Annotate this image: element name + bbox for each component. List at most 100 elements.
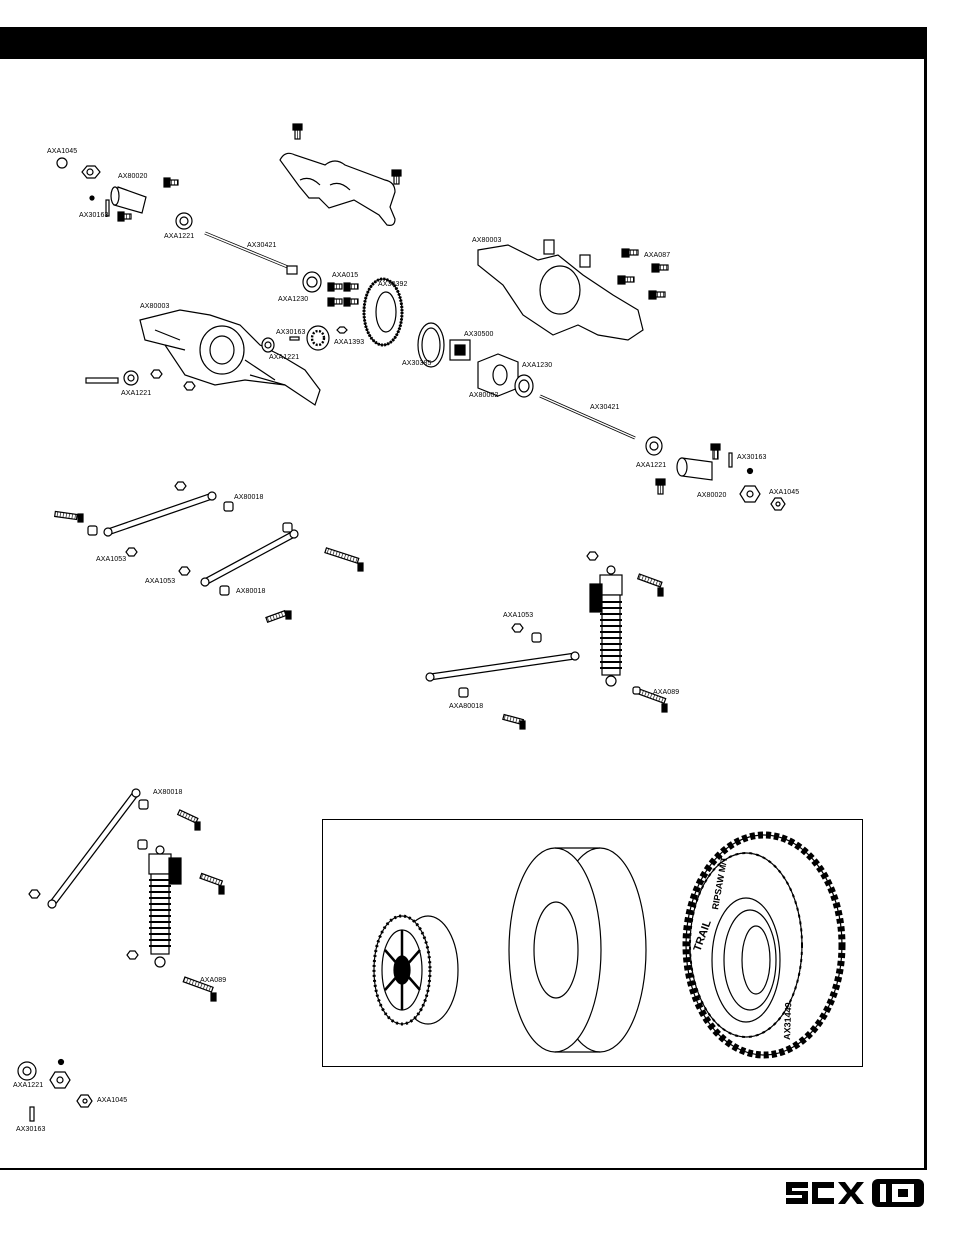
nut-part xyxy=(125,547,138,557)
tire-sidewall-size: AX31449 xyxy=(782,1002,793,1040)
part-label: AX80003 xyxy=(140,303,170,310)
screw-part xyxy=(621,248,639,258)
screw-part xyxy=(54,510,84,523)
screw-part xyxy=(648,290,666,300)
part-label: AX30392 xyxy=(378,281,408,288)
bushing-part xyxy=(282,522,293,533)
ball-part xyxy=(746,467,754,475)
part-label: AXA80018 xyxy=(449,703,484,710)
part-label: AX30163 xyxy=(737,454,767,461)
drive-hub-part xyxy=(676,457,713,481)
wheel-rim-part xyxy=(372,914,459,1026)
part-label: AX30163 xyxy=(79,212,109,219)
pin-part xyxy=(728,452,733,468)
screw-part xyxy=(292,123,303,140)
bushing-part xyxy=(87,525,98,536)
part-label: AXA1053 xyxy=(96,556,127,563)
page-frame-bottom xyxy=(0,1168,927,1170)
bearing-part xyxy=(302,271,322,293)
bushing-part xyxy=(223,501,234,512)
bearing-part xyxy=(17,1061,37,1081)
part-label: AXA089 xyxy=(653,689,680,696)
bushing-part xyxy=(138,799,149,810)
screw-part xyxy=(636,573,664,597)
shaft-end-part xyxy=(286,265,298,275)
pin-part xyxy=(29,1106,35,1122)
ball-part xyxy=(89,195,95,201)
screw-part xyxy=(502,713,526,730)
part-label: AXA1230 xyxy=(522,362,553,369)
hub-nut-part xyxy=(49,1071,71,1089)
bearing-part xyxy=(645,436,663,456)
screw-part xyxy=(635,687,668,713)
part-label: AXA089 xyxy=(200,977,227,984)
diff-case-part xyxy=(477,353,519,397)
part-label: AXA1045 xyxy=(47,148,78,155)
pin-part xyxy=(105,199,110,217)
part-label: AXA1221 xyxy=(121,390,152,397)
part-label: AX30421 xyxy=(590,404,620,411)
part-label: AX30500 xyxy=(464,331,494,338)
part-label: AXA1230 xyxy=(278,296,309,303)
part-label: AX80018 xyxy=(153,789,183,796)
bushing-part xyxy=(632,686,641,695)
suspension-link-part xyxy=(47,788,141,909)
part-label: AX80020 xyxy=(697,492,727,499)
shock-absorber-part xyxy=(589,565,623,687)
part-label: AX80020 xyxy=(118,173,148,180)
drive-hub-part xyxy=(110,186,147,214)
wheel-nut-part xyxy=(76,1094,93,1108)
nut-part xyxy=(511,623,524,633)
part-label: AX30421 xyxy=(247,242,277,249)
screw-part xyxy=(176,809,201,831)
nut-part xyxy=(28,889,41,899)
bearing-part xyxy=(261,337,275,353)
part-label: AXA1221 xyxy=(13,1082,44,1089)
suspension-link-part xyxy=(425,651,580,682)
pinion-gear-part xyxy=(306,325,330,351)
screw-part xyxy=(655,478,666,495)
bearing-part xyxy=(123,370,139,386)
axle-pin-part xyxy=(85,377,119,384)
page-frame-right xyxy=(924,27,927,1170)
ring-gear-part xyxy=(362,277,404,347)
screw-part xyxy=(651,263,669,273)
pin-part xyxy=(289,336,300,341)
bearing-part xyxy=(514,374,534,398)
part-label: AX30385 xyxy=(402,360,432,367)
bushing-part xyxy=(137,839,148,850)
part-label: AX80003 xyxy=(472,237,502,244)
part-label: AX30163 xyxy=(16,1126,46,1133)
screw-part xyxy=(391,169,402,185)
part-label: AXA1393 xyxy=(334,339,365,346)
suspension-link-part xyxy=(103,491,217,537)
axle-housing-part xyxy=(477,239,644,341)
nut-part xyxy=(126,950,139,960)
tire-foam-insert-part xyxy=(508,847,647,1053)
hub-nut-part xyxy=(81,165,101,179)
wheel-tire-box xyxy=(322,819,863,1067)
screw-part xyxy=(327,282,343,292)
part-label: AX80002 xyxy=(469,392,499,399)
bearing-part xyxy=(175,212,193,230)
screw-part xyxy=(617,275,635,285)
bumper-mount-part xyxy=(279,152,396,226)
nut-part xyxy=(586,551,599,561)
bushing-part xyxy=(219,585,230,596)
ball-part xyxy=(57,1058,65,1066)
axle-housing-part xyxy=(139,309,321,406)
screw-part xyxy=(710,443,721,460)
nut-part xyxy=(183,381,196,391)
part-label: AXA1221 xyxy=(269,354,300,361)
part-label: AX30163 xyxy=(276,329,306,336)
screw-part xyxy=(324,547,364,572)
shock-absorber-part xyxy=(148,845,182,968)
nut-part xyxy=(178,566,191,576)
wheel-nut-part xyxy=(770,497,786,511)
locker-part xyxy=(449,339,471,361)
part-label: AXA015 xyxy=(332,272,359,279)
screw-part xyxy=(199,872,225,895)
nut-part xyxy=(150,369,163,379)
bushing-part xyxy=(531,632,542,643)
